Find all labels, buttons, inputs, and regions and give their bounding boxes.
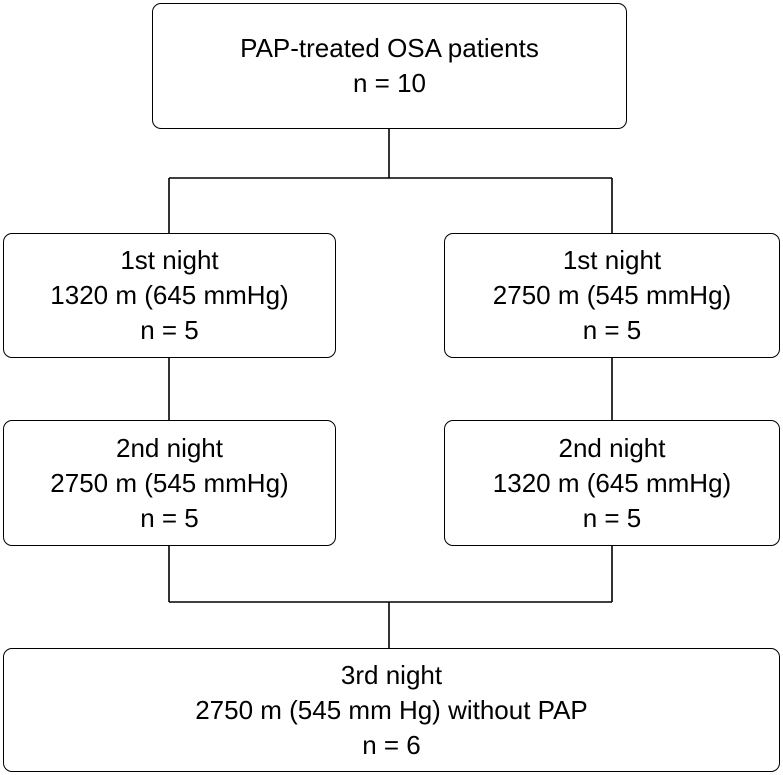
box-left-first-night-altitude: 1320 m (645 mmHg)	[50, 280, 289, 310]
box-right-second-night: 2nd night 1320 m (645 mmHg) n = 5	[444, 420, 780, 546]
box-all-patients-title: PAP-treated OSA patients	[240, 33, 539, 63]
box-third-night-altitude: 2750 m (545 mm Hg) without PAP	[195, 694, 588, 725]
box-right-second-night-altitude: 1320 m (645 mmHg)	[492, 467, 732, 498]
box-left-second-night-title: 2nd night	[116, 432, 223, 463]
box-right-first-night-altitude: 2750 m (545 mmHg)	[492, 280, 732, 310]
box-right-first-night: 1st night 2750 m (545 mmHg) n = 5	[444, 233, 780, 358]
box-left-second-night-count: n = 5	[140, 502, 199, 533]
box-all-patients-count: n = 10	[352, 68, 426, 98]
box-left-second-night: 2nd night 2750 m (545 mmHg) n = 5	[3, 420, 336, 546]
box-right-first-night-title: 1st night	[562, 245, 662, 275]
box-third-night: 3rd night 2750 m (545 mm Hg) without PAP…	[3, 648, 780, 772]
box-left-first-night-title: 1st night	[120, 245, 219, 275]
box-right-second-night-count: n = 5	[582, 502, 642, 533]
box-all-patients: PAP-treated OSA patients n = 10	[152, 3, 627, 129]
box-right-second-night-title: 2nd night	[558, 432, 666, 463]
box-left-first-night: 1st night 1320 m (645 mmHg) n = 5	[3, 233, 336, 358]
box-left-second-night-altitude: 2750 m (545 mmHg)	[50, 467, 289, 498]
box-third-night-count: n = 6	[362, 729, 421, 760]
box-left-first-night-count: n = 5	[140, 315, 199, 345]
box-third-night-title: 3rd night	[340, 659, 443, 690]
box-right-first-night-count: n = 5	[582, 315, 642, 345]
